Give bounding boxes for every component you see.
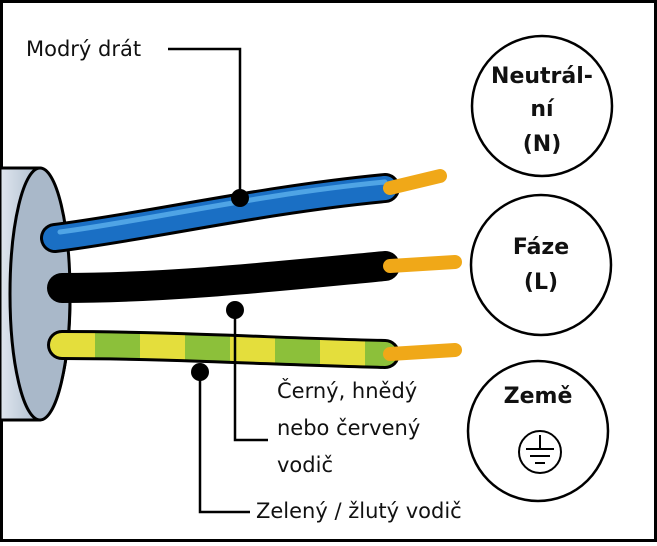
earth-ground-icon bbox=[518, 430, 562, 474]
phase-terminal-circle bbox=[469, 193, 613, 337]
black-leader-line bbox=[233, 310, 268, 442]
green-wire-label: Zelený / žlutý vodič bbox=[256, 499, 462, 523]
neutral-label-line2: ní bbox=[530, 97, 554, 122]
green-yellow-wire bbox=[50, 333, 397, 366]
black-wire-label-line2: nebo červený bbox=[277, 416, 421, 440]
blue-wire-label: Modrý drát bbox=[26, 37, 142, 61]
blue-wire-copper bbox=[383, 169, 447, 195]
blue-wire-highlight bbox=[57, 179, 388, 235]
blue-leader-dot bbox=[231, 189, 249, 207]
black-wire-label-line1: Černý, hnědý bbox=[277, 379, 418, 403]
green-wire-copper bbox=[383, 343, 462, 361]
neutral-label-line3: (N) bbox=[522, 132, 562, 157]
earth-label: Země bbox=[503, 384, 573, 409]
phase-label-line1: Fáze bbox=[512, 235, 570, 260]
black-wire-label-line3: vodič bbox=[277, 453, 333, 477]
neutral-label-line1: Neutrál- bbox=[491, 64, 593, 89]
green-leader-line bbox=[198, 372, 250, 514]
black-leader-dot bbox=[226, 301, 244, 319]
blue-leader-line bbox=[168, 47, 242, 198]
phase-label-line2: (L) bbox=[523, 270, 559, 295]
green-leader-dot bbox=[191, 363, 209, 381]
black-wire-copper bbox=[383, 255, 462, 273]
black-wire bbox=[47, 251, 400, 303]
neutral-terminal-circle bbox=[470, 34, 614, 178]
blue-wire bbox=[43, 176, 397, 250]
